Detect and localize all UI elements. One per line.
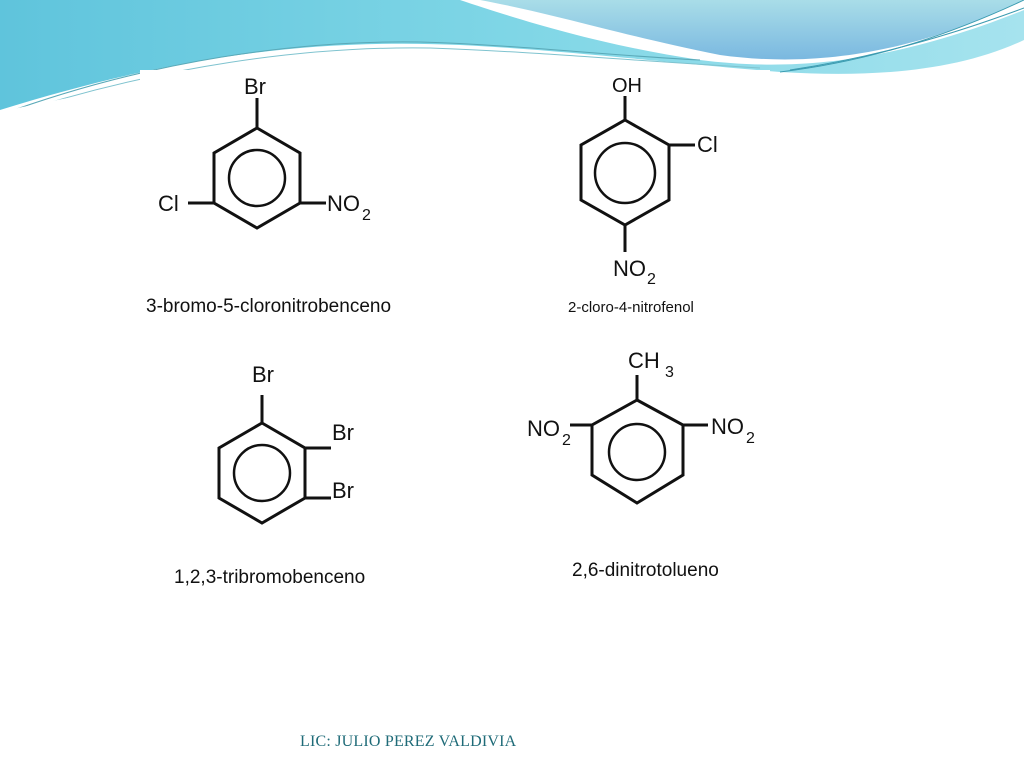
substituent-label: NO bbox=[327, 191, 360, 216]
structure-3-bromo-5-cloronitrobenceno: Br Cl NO 2 bbox=[158, 74, 371, 230]
molecule-panel-1: Br Cl NO 2 3-bromo-5-cloronitrobenceno bbox=[140, 70, 510, 330]
molecule-panel-3: Br Br Br 1,2,3-tribromobenceno bbox=[155, 345, 410, 600]
svg-text:3: 3 bbox=[665, 364, 674, 381]
structure-1-2-3-tribromobenceno: Br Br Br bbox=[217, 362, 354, 525]
svg-text:Br: Br bbox=[252, 362, 274, 387]
svg-text:2: 2 bbox=[647, 271, 656, 285]
substituent-label: Cl bbox=[158, 191, 179, 216]
svg-text:Br: Br bbox=[332, 478, 354, 503]
svg-text:CH: CH bbox=[628, 348, 660, 373]
svg-text:NO: NO bbox=[527, 416, 560, 441]
svg-text:2: 2 bbox=[562, 432, 571, 449]
svg-text:OH: OH bbox=[612, 75, 642, 97]
compound-name: 2,6-dinitrotolueno bbox=[572, 560, 719, 581]
molecule-panel-4: CH 3 NO 2 NO 2 2,6-dinitrotolueno bbox=[515, 335, 785, 590]
header-wave-decoration bbox=[0, 0, 1024, 130]
svg-text:NO: NO bbox=[711, 414, 744, 439]
svg-text:Cl: Cl bbox=[697, 132, 718, 157]
molecule-panel-2: OH Cl NO 2 2-cloro-4-nitrofenol bbox=[530, 70, 770, 325]
compound-name: 3-bromo-5-cloronitrobenceno bbox=[146, 296, 392, 317]
compound-name: 2-cloro-4-nitrofenol bbox=[568, 299, 694, 316]
slide-footer: LIC: JULIO PEREZ VALDIVIA bbox=[300, 733, 517, 750]
subscript-label: 2 bbox=[362, 207, 371, 224]
substituent-label: Br bbox=[244, 74, 266, 99]
svg-text:2: 2 bbox=[746, 430, 755, 447]
structure-2-cloro-4-nitrofenol: OH Cl NO 2 bbox=[579, 75, 718, 285]
structure-2-6-dinitrotolueno: CH 3 NO 2 NO 2 bbox=[527, 348, 755, 505]
compound-name: 1,2,3-tribromobenceno bbox=[174, 567, 366, 588]
svg-text:NO: NO bbox=[613, 256, 646, 281]
svg-text:Br: Br bbox=[332, 420, 354, 445]
